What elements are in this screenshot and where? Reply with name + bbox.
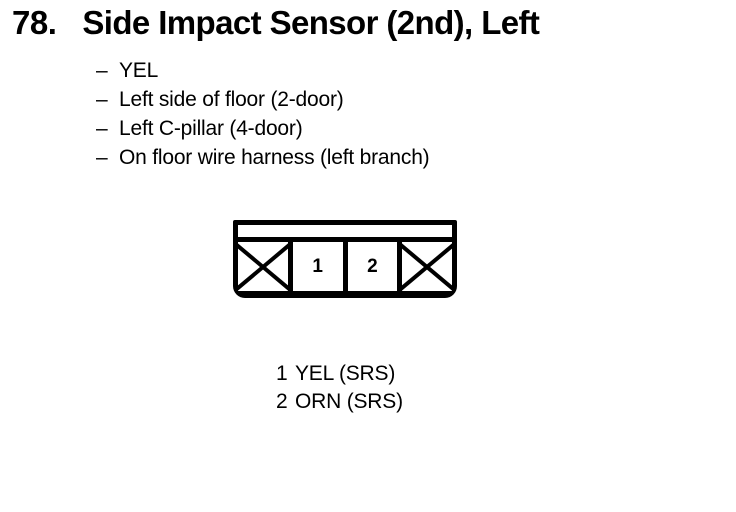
component-title: Side Impact Sensor (2nd), Left — [82, 4, 540, 41]
list-item-label: Left C-pillar (4-door) — [119, 117, 303, 140]
dash-bullet-icon: – — [96, 117, 108, 140]
pin-number: 1 — [276, 362, 288, 385]
list-item: – Left C-pillar (4-door) — [96, 114, 429, 143]
connector-cavity-1: 1 — [292, 242, 348, 291]
connector-cavity-row: 1 2 — [238, 242, 452, 291]
connector-cavity-blank-right — [402, 242, 452, 291]
connector-body: 1 2 — [233, 220, 457, 298]
list-item: – On floor wire harness (left branch) — [96, 143, 430, 172]
pin-legend-row: 1 YEL (SRS) — [276, 360, 403, 388]
dash-bullet-icon: – — [96, 88, 108, 111]
list-item-label: On floor wire harness (left branch) — [119, 146, 430, 169]
pin-legend: 1 YEL (SRS) 2 ORN (SRS) — [276, 360, 403, 416]
list-item: – YEL — [96, 56, 429, 85]
pin-description: ORN (SRS) — [295, 390, 403, 413]
connector-cavity-2: 2 — [347, 242, 403, 291]
connector-cavity-blank-left — [238, 242, 293, 291]
specification-list: – YEL – Left side of floor (2-door) – Le… — [96, 56, 430, 172]
connector-top-bar — [238, 225, 452, 242]
pin-description: YEL (SRS) — [295, 362, 396, 385]
list-item-label: YEL — [119, 59, 159, 82]
pin-number: 2 — [276, 390, 288, 413]
dash-bullet-icon: – — [96, 146, 108, 169]
dash-bullet-icon: – — [96, 59, 108, 82]
list-item-label: Left side of floor (2-door) — [119, 88, 344, 111]
connector-diagram: 1 2 — [233, 220, 457, 298]
item-number: 78. — [12, 4, 57, 41]
pin-legend-row: 2 ORN (SRS) — [276, 388, 403, 416]
list-item: – Left side of floor (2-door) — [96, 85, 429, 114]
page-title: 78. Side Impact Sensor (2nd), Left — [12, 4, 540, 41]
